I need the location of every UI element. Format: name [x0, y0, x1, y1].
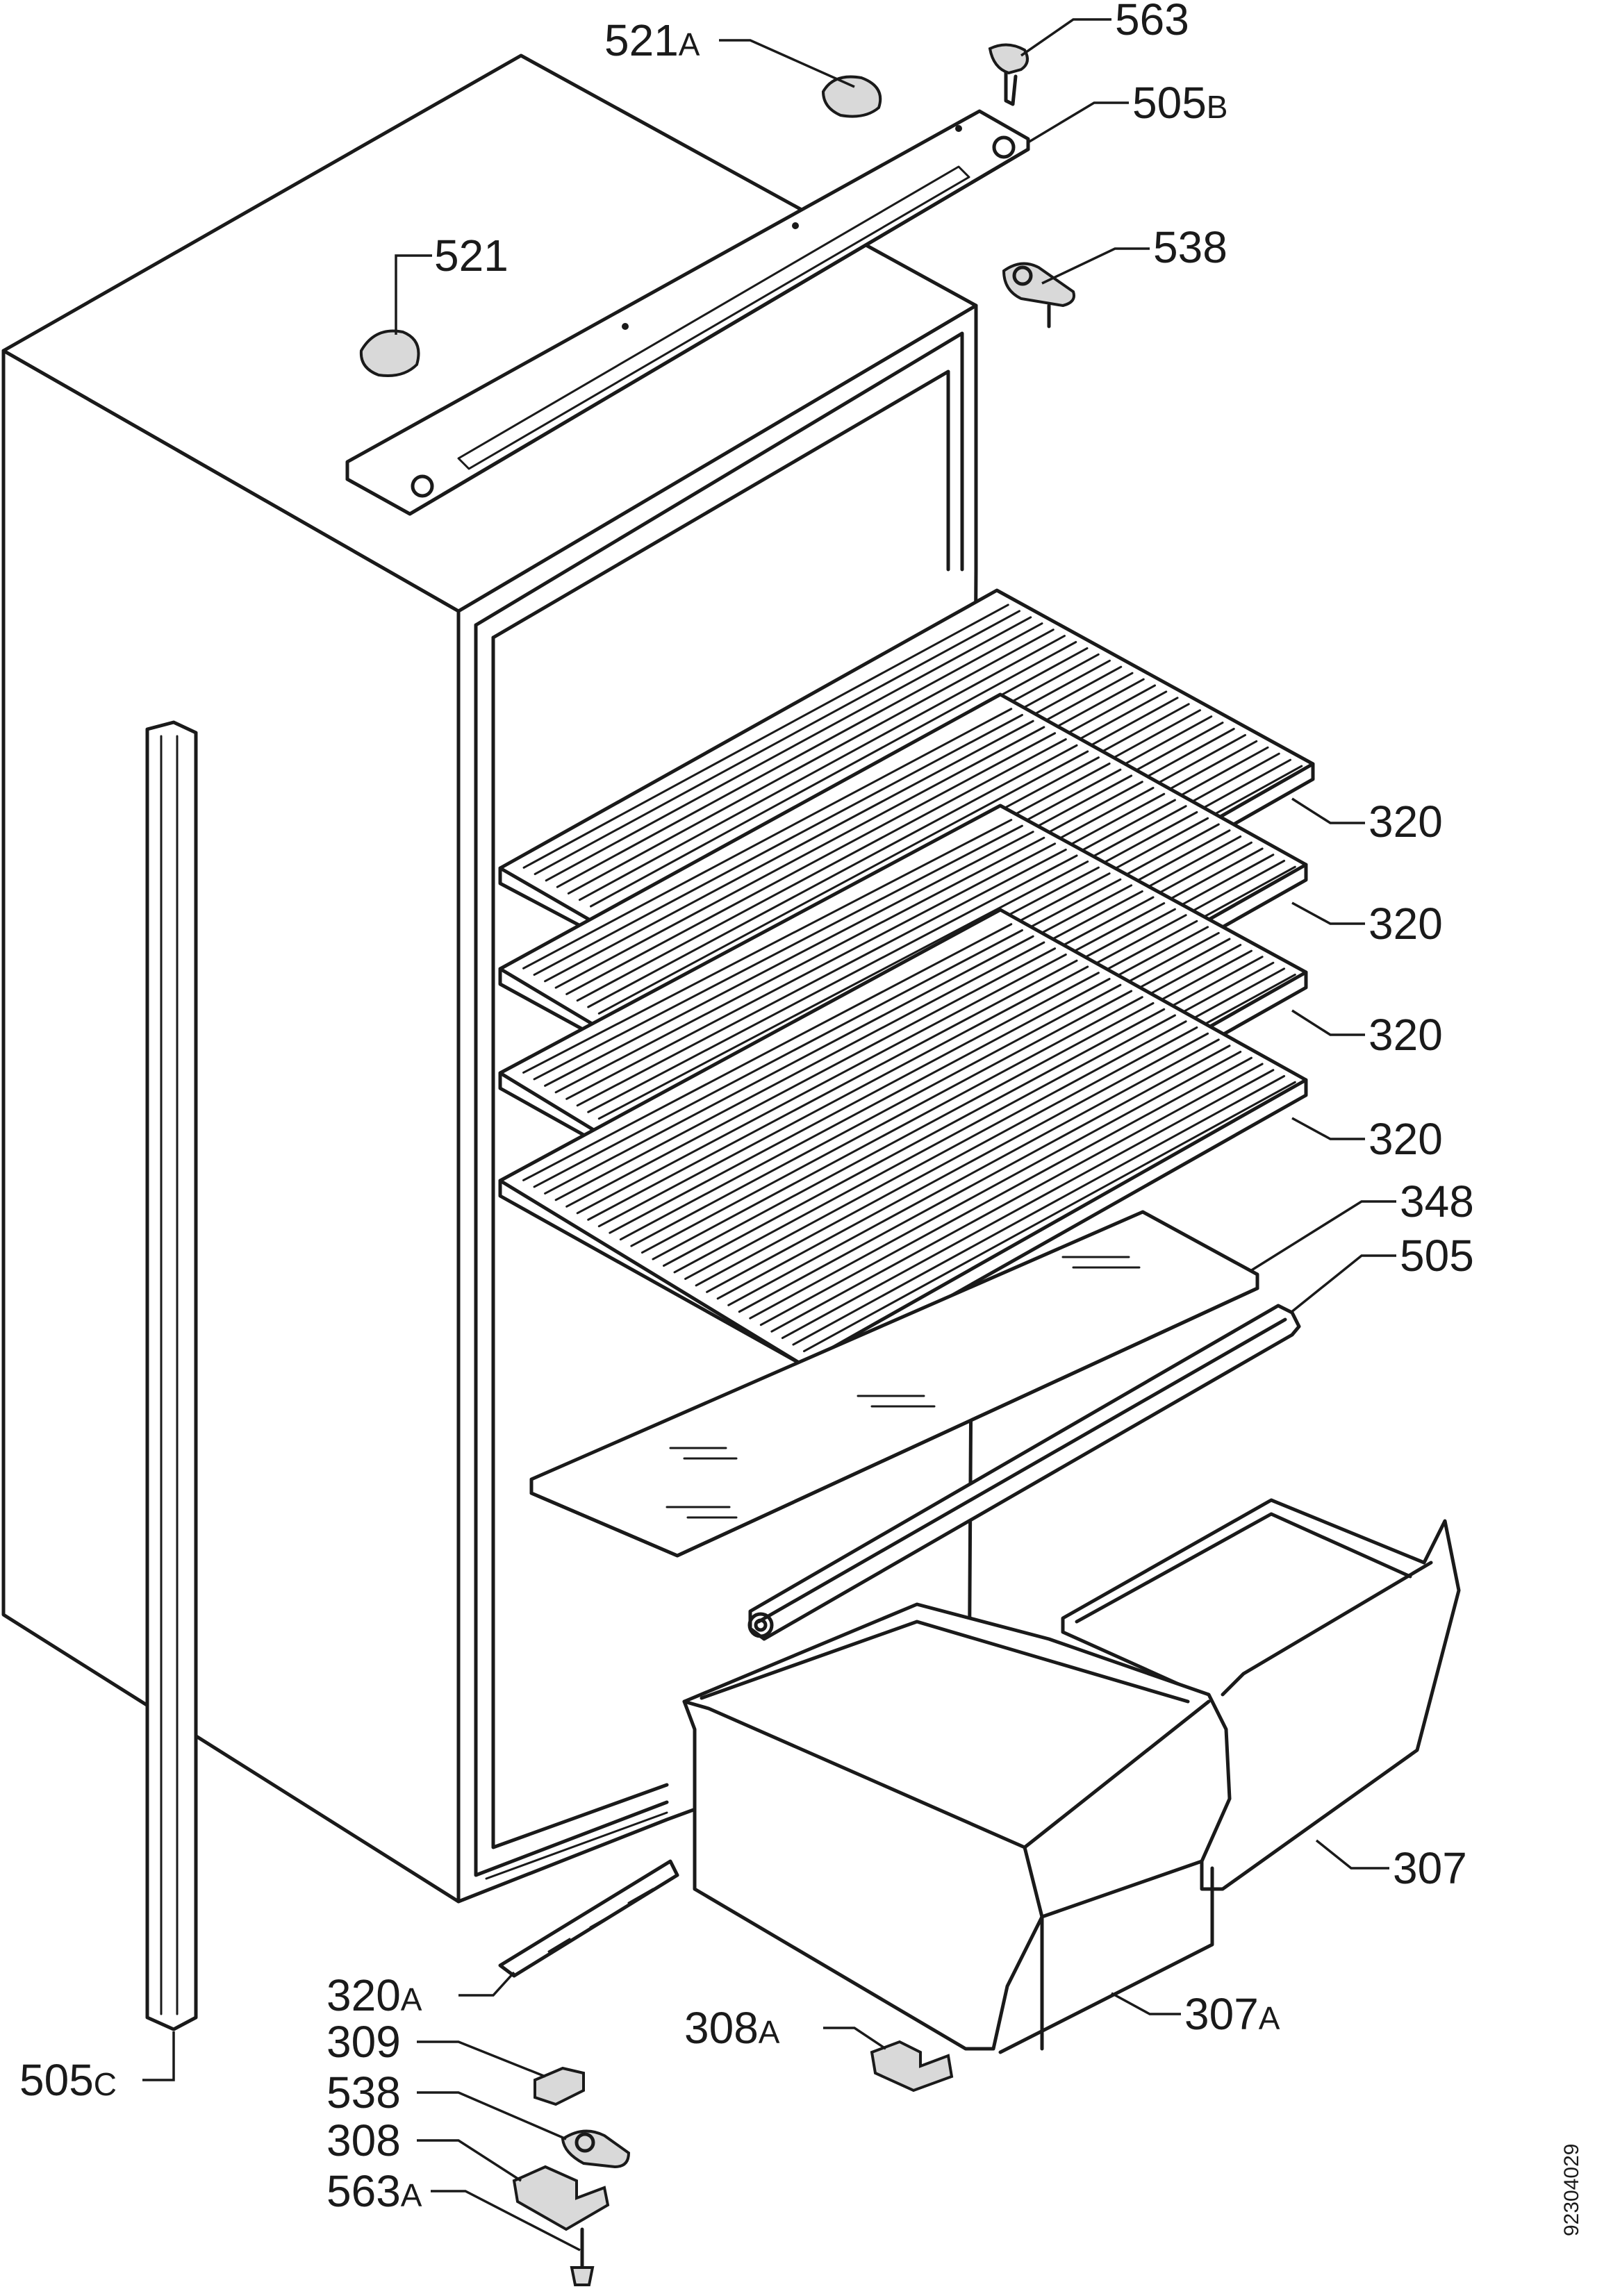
shelf-wire [590, 641, 1077, 908]
shelf-wire [565, 732, 1057, 995]
shelf-wire [609, 972, 1100, 1234]
shelf-wire [727, 1038, 1220, 1306]
shelf-wire [565, 947, 1057, 1208]
shelf-wire [663, 1002, 1155, 1267]
cover-cap-521 [359, 329, 420, 377]
shelf-wire [587, 854, 1078, 1113]
shelf-front-profile [747, 1304, 1301, 1641]
callout-320-4: 320 [1369, 1114, 1443, 1164]
callout-521A: 521A [604, 15, 700, 65]
callout-307A: 307A [1184, 1989, 1280, 2039]
shelf-wire [544, 719, 1034, 983]
shelf-wire [544, 831, 1034, 1087]
hinge-pin-563 [988, 43, 1029, 106]
callout-521: 521 [434, 231, 509, 281]
callout-505C: 505C [19, 2055, 117, 2105]
shelf-wire [597, 860, 1089, 1120]
shelf-wire [554, 726, 1045, 989]
shelf-wire [522, 819, 1013, 1074]
leader-lines [142, 18, 1396, 2252]
shelf-wire [802, 1081, 1296, 1353]
shelf-wire [706, 1026, 1198, 1293]
callout-320-3: 320 [1369, 1010, 1443, 1060]
callout-320A: 320A [326, 1970, 422, 2020]
callout-308: 308 [326, 2115, 401, 2165]
shelf-wire [619, 978, 1111, 1241]
door-seal-strip [145, 720, 198, 2031]
shelf-wire [652, 996, 1143, 1261]
shelf-wire [554, 941, 1045, 1201]
callout-505: 505 [1400, 1231, 1474, 1281]
shelf-wire [587, 959, 1078, 1221]
shelf-wire [576, 954, 1067, 1215]
shelf-wire [567, 629, 1055, 895]
callout-320-1: 320 [1369, 797, 1443, 847]
callout-538-bottom: 538 [326, 2068, 401, 2118]
hinge-plate-top [345, 109, 1030, 516]
callout-307: 307 [1393, 1843, 1467, 1893]
crisper-drawer-rear [1061, 1498, 1461, 1891]
callout-308A: 308A [684, 2003, 780, 2053]
shelf-frame [498, 908, 1308, 1382]
crisper-drawer-front [682, 1602, 1232, 2054]
glass-shelf [529, 1210, 1259, 1558]
shelf-wire [587, 744, 1078, 1008]
cover-cap-521a [821, 75, 882, 118]
shelf-wire [522, 708, 1013, 970]
shelf-wire [522, 604, 1009, 869]
callout-348: 348 [1400, 1176, 1474, 1226]
drawing-number: 92304029 [1560, 2144, 1583, 2236]
shelf-wire [630, 983, 1122, 1247]
shelf-wire [556, 622, 1043, 888]
shelf-wire [781, 1069, 1275, 1340]
callout-563: 563 [1115, 0, 1189, 44]
shelf-wire [673, 1008, 1166, 1274]
shelf-wire [640, 990, 1133, 1254]
hinge-pin-563a [570, 2227, 595, 2286]
shelf-wire [545, 616, 1032, 882]
callout-309: 309 [326, 2017, 401, 2067]
shelf-wire [578, 635, 1066, 901]
shelf-wire [554, 836, 1045, 1094]
hinge-bracket-308a [870, 2040, 954, 2093]
shelf-wire [684, 1014, 1176, 1280]
callout-labels: 521A 563 505B 521 538 320 320 320 320 34… [19, 0, 1474, 2216]
shelf-wire [792, 1075, 1286, 1346]
callout-505B: 505B [1132, 78, 1227, 128]
shelf-wire [533, 929, 1023, 1188]
shelf-wire [522, 923, 1013, 1181]
shelf-wire [533, 714, 1023, 976]
shelf-wire [576, 848, 1067, 1107]
callout-320-2: 320 [1369, 899, 1443, 949]
wire-shelf-4 [498, 908, 1308, 1382]
shelf-wire [597, 750, 1089, 1015]
shelf-wire [533, 824, 1023, 1081]
shelf-wire [597, 965, 1089, 1228]
shelf-wire [738, 1045, 1231, 1313]
wire-shelves [498, 588, 1315, 1382]
shelf-wire [749, 1051, 1242, 1320]
shelf-wire [544, 935, 1034, 1195]
shelf-wire [565, 842, 1057, 1100]
hinge-bracket-308 [512, 2165, 610, 2231]
spacer-block [534, 2066, 585, 2106]
shelf-wire [695, 1020, 1187, 1287]
shelf-wire [716, 1032, 1209, 1300]
callout-538-top: 538 [1153, 222, 1227, 272]
shelf-wire [759, 1056, 1252, 1326]
shelf-wire [576, 738, 1067, 1002]
shelf-wire [770, 1063, 1264, 1333]
hinge-bush-538-top [1002, 262, 1075, 328]
shelf-wire [534, 610, 1020, 876]
shelf-rail [498, 1859, 679, 1978]
hinge-bush-538-bottom [561, 2129, 631, 2169]
callout-563A: 563A [326, 2166, 422, 2216]
